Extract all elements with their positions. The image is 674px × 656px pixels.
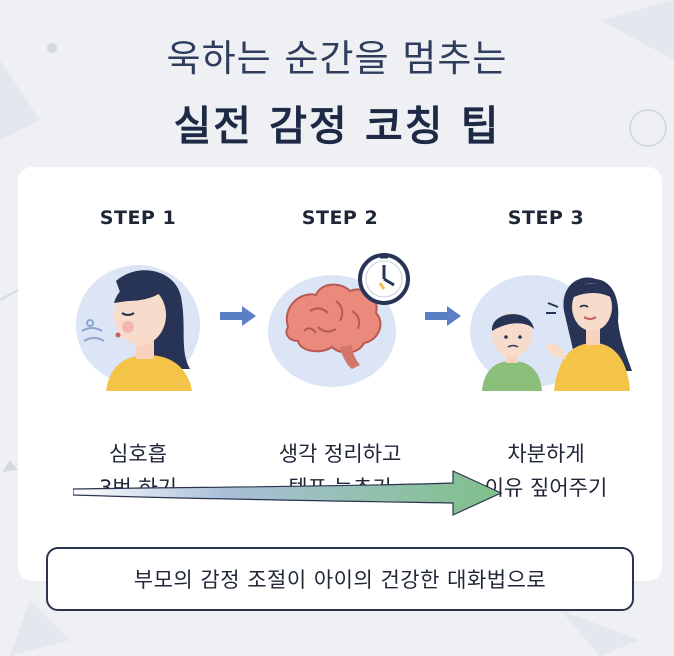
step-3-text-line1: 차분하게 [507,442,585,466]
step-3: STEP 3 차분하게 이유 짚어주기 [456,207,636,500]
title-line1: 욱하는 순간을 멈추는 [166,37,508,80]
steps-card: STEP 1 심호흡 3번 하기 [18,167,662,611]
title-line2: 실전 감정 코칭 팁 [173,102,501,150]
arrow-right-icon [220,306,256,326]
footer-message: 부모의 감정 조절이 아이의 건강한 대화법으로 [133,568,547,592]
step-3-text: 차분하게 이유 짚어주기 [456,437,636,505]
progress-arrow-icon [73,470,503,516]
title-block: 욱하는 순간을 멈추는 실전 감정 코칭 팁 [0,28,674,152]
mother-child-talk-icon [470,275,632,391]
step-3-text-line2: 이유 짚어주기 [484,476,608,500]
step-3-label: STEP 3 [507,207,585,229]
footer-message-box: 부모의 감정 조절이 아이의 건강한 대화법으로 [46,547,634,611]
step-1: STEP 1 심호흡 3번 하기 [48,207,228,500]
arrow-right-icon [425,306,461,326]
breathing-woman-icon [76,265,200,391]
step-2-text-line1: 생각 정리하고 [278,442,402,466]
step-1-text-line1: 심호흡 [109,442,167,466]
step-1-label: STEP 1 [99,207,177,229]
step-2-label: STEP 2 [301,207,379,229]
brain-clock-icon [268,253,410,387]
step-2: STEP 2 생각 정리하고 템포 늦추기 [250,207,430,500]
